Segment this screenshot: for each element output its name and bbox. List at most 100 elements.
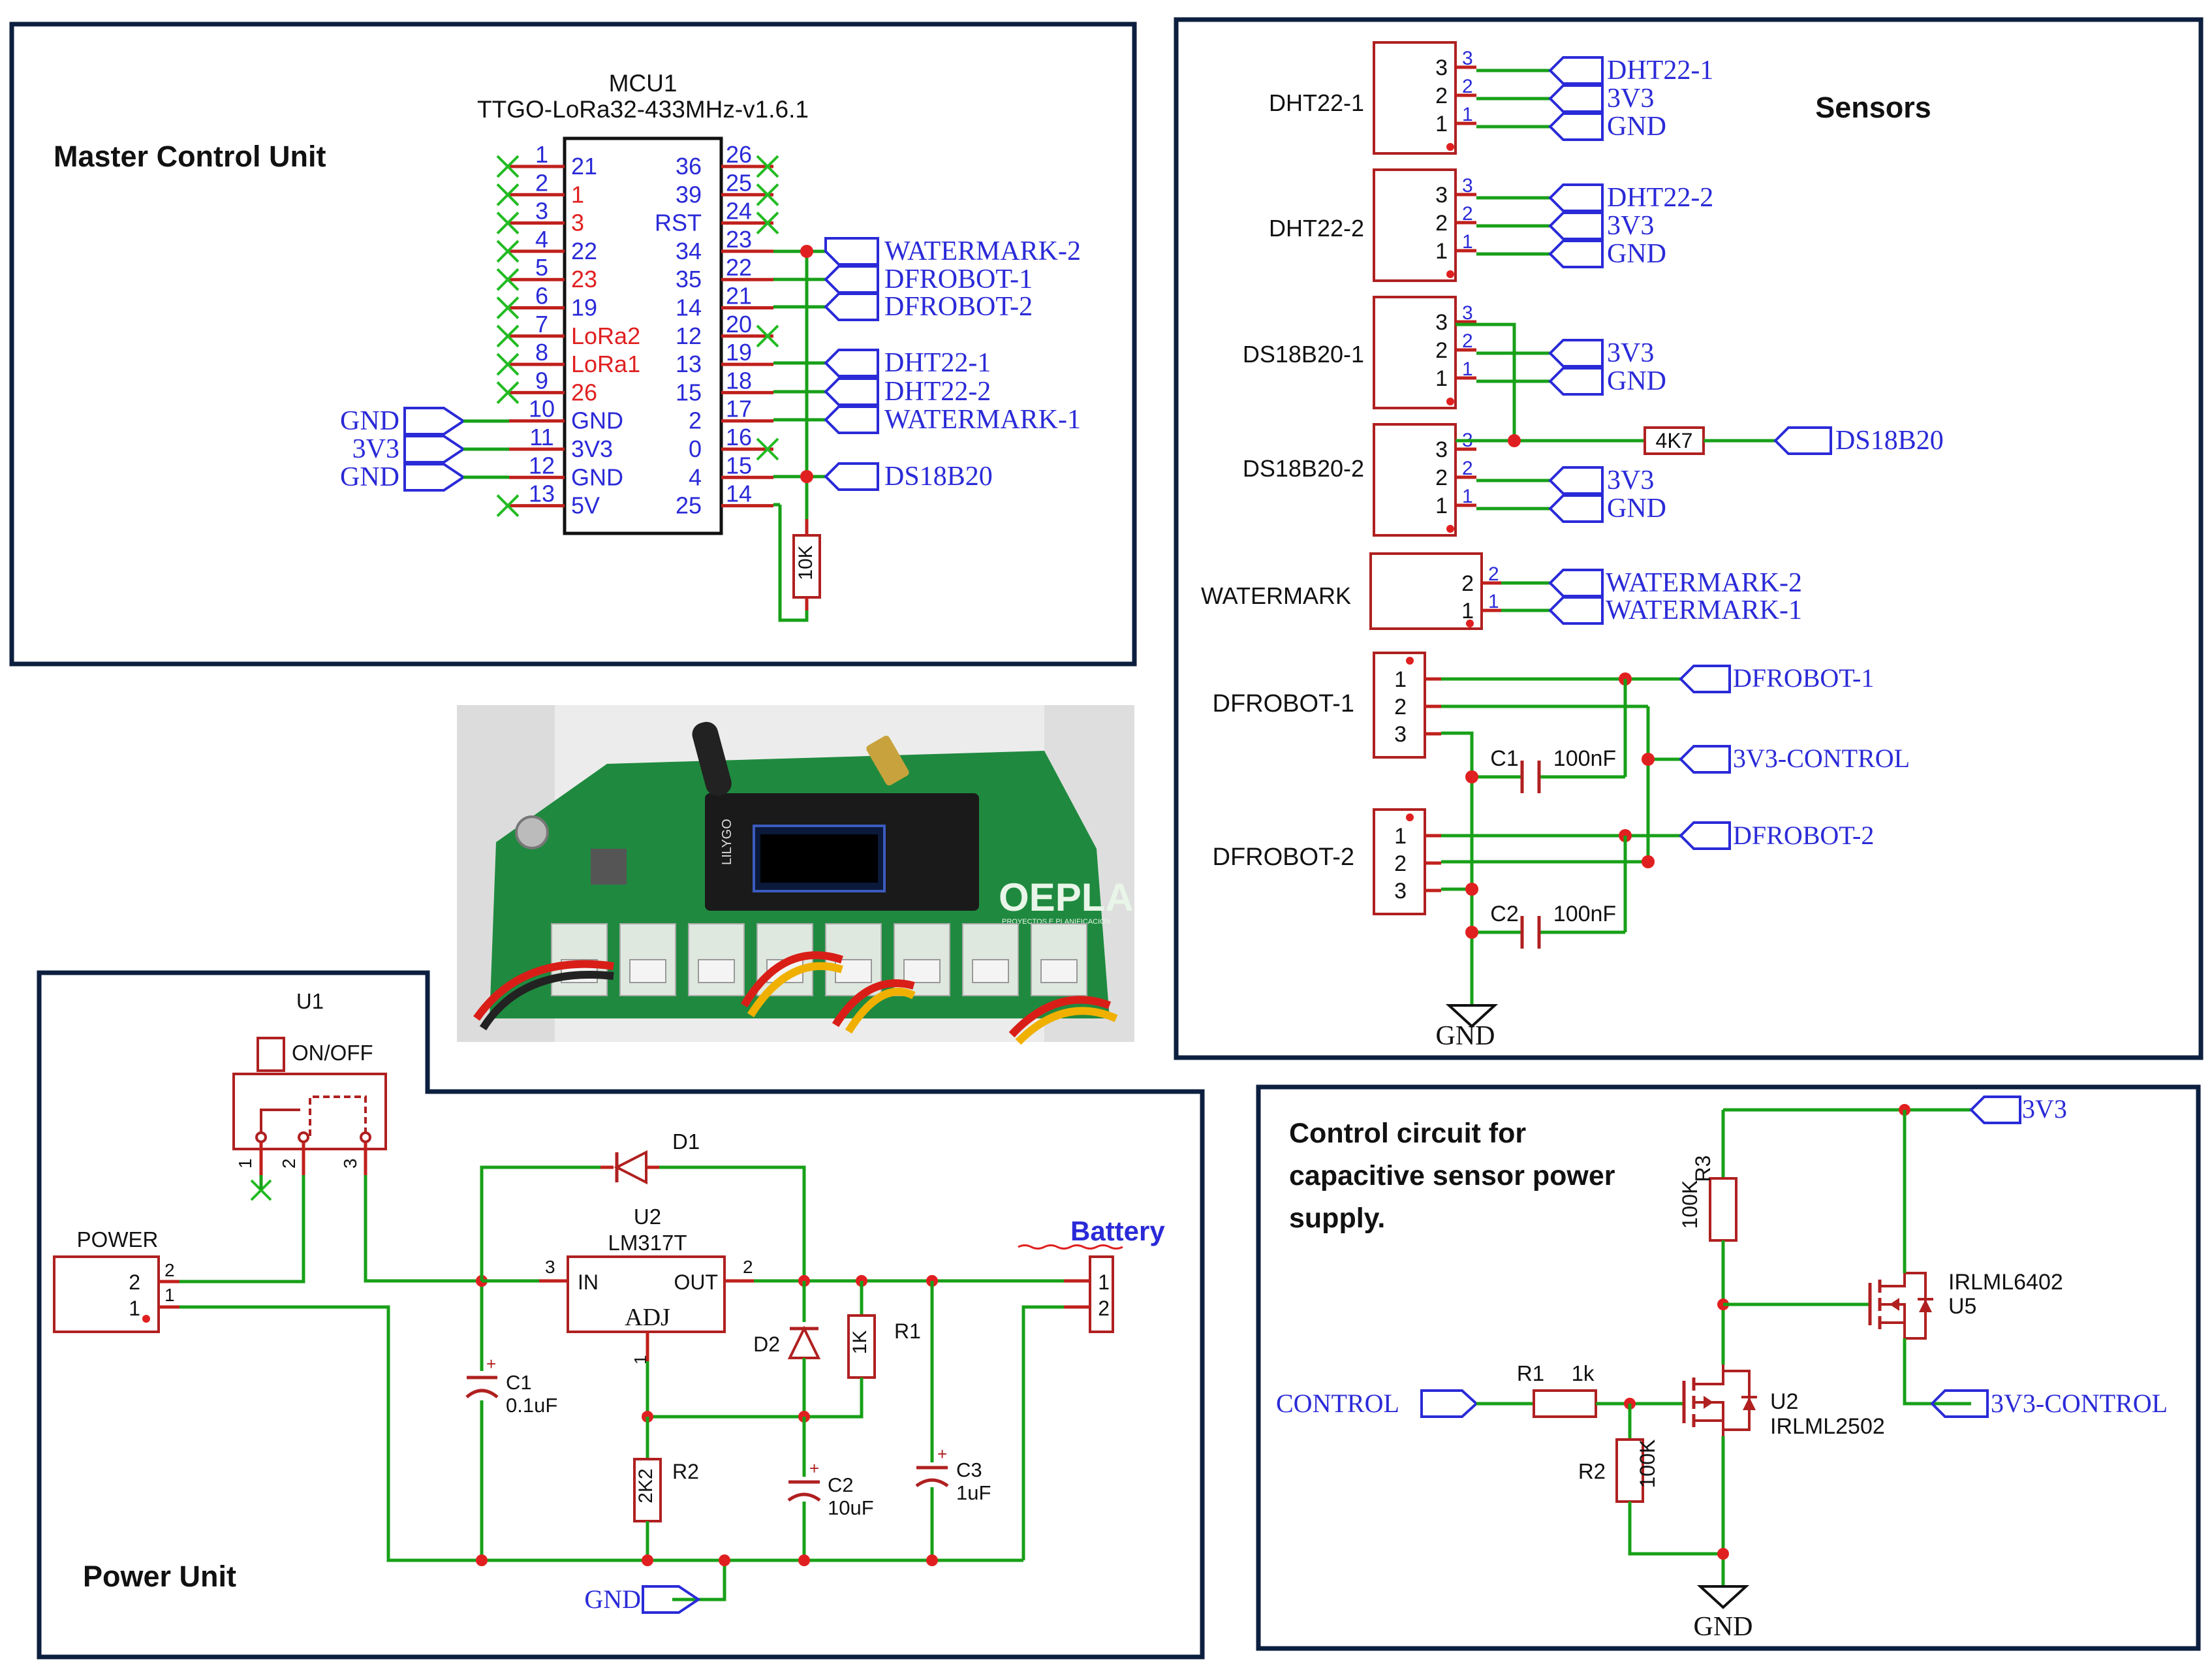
watermark-net-flag — [1548, 596, 1604, 625]
mcu-left-pin-number: 2 — [535, 169, 548, 196]
sensor-c2-value: 100nF — [1553, 902, 1616, 926]
net-flag-ds18b20-sensor — [1773, 426, 1832, 455]
sensor-pin-number-outer: 1 — [1462, 486, 1473, 507]
power-title: Power Unit — [83, 1560, 236, 1593]
sensor-pin-number-outer: 3 — [1462, 48, 1473, 69]
pcb-photo: LILYGO OEPLA PROYECTOS E PLANIFICACIÓN — [457, 705, 1134, 1045]
sensor-pin-number: 1 — [1435, 366, 1448, 391]
sensor-connector-body — [1373, 296, 1457, 409]
net-label-3v3-ctrl: 3V3 — [2022, 1094, 2067, 1124]
net-flag-dfrobot2-sensor — [1679, 821, 1731, 850]
battery-pin2: 2 — [1098, 1297, 1110, 1320]
sensor-net-label: GND — [1607, 239, 1666, 269]
sensor-connector-label: DHT22-2 — [1269, 215, 1364, 242]
sensor-c1-ref: C1 — [1490, 746, 1518, 771]
mcu-right-pin-name: 39 — [676, 181, 702, 208]
mcu-right-pin-number: 21 — [726, 283, 752, 309]
net-label-watermark1: WATERMARK-1 — [884, 405, 1081, 435]
dfrobot-pin-number: 3 — [1394, 879, 1407, 904]
mcu-right-pin-number: 14 — [726, 481, 752, 507]
d2-ref: D2 — [753, 1332, 780, 1356]
sensor-connector-body — [1373, 168, 1457, 282]
mcu-right-pin-name: 4 — [689, 464, 702, 490]
sensor-pin-number: 1 — [1435, 112, 1448, 136]
switch-body — [232, 1073, 387, 1150]
sensor-c1-value: 100nF — [1553, 746, 1616, 771]
sensor-net-label: 3V3 — [1607, 84, 1654, 114]
power-c3-value: 1uF — [956, 1481, 991, 1504]
switch-label: ON/OFF — [292, 1041, 373, 1065]
net-label-dfrobot1-sensor: DFROBOT-1 — [1733, 663, 1874, 693]
c1-polarity: + — [486, 1354, 496, 1374]
control-r3 — [1709, 1177, 1737, 1242]
sensor-connector-label: DS18B20-1 — [1243, 341, 1364, 368]
diode-d1 — [614, 1150, 647, 1185]
mcu-right-pin-number: 20 — [726, 311, 752, 338]
control-r1 — [1533, 1389, 1597, 1418]
mcu-left-pin-number: 3 — [535, 198, 548, 225]
net-flag-dht2 — [824, 377, 879, 406]
mcu-right-pin-number: 17 — [726, 396, 752, 422]
battery-connector — [1089, 1255, 1114, 1333]
mcu-ref: MCU1 — [609, 70, 678, 97]
power-r1-value: 1K — [849, 1331, 871, 1355]
net-label-gnd-1: GND — [340, 406, 399, 436]
sensor-connector-label: DHT22-1 — [1269, 89, 1364, 116]
u1-ref: U1 — [296, 989, 324, 1013]
net-flag-dfrobot1 — [824, 265, 879, 294]
pullup-value: 10K — [795, 545, 817, 580]
mcu-left-pin-name: GND — [571, 407, 623, 434]
power-c3-ref: C3 — [956, 1458, 982, 1481]
control-r2-ref: R2 — [1578, 1459, 1606, 1483]
mcu-right-pin-number: 26 — [726, 141, 752, 168]
right-net-flags: 10K WATERMARK-2 DFROBOT-1 DFROBOT-2 DHT2… — [773, 236, 1081, 622]
sensor-net-flag — [1548, 466, 1604, 495]
mcu-right-pin-number: 24 — [726, 198, 752, 225]
power-c1-value: 0.1uF — [506, 1394, 557, 1417]
mcu-left-pin-name: GND — [571, 464, 623, 490]
mcu-right-pin-number: 18 — [726, 367, 752, 394]
net-label-control: CONTROL — [1276, 1389, 1399, 1418]
sensor-net-flag — [1548, 367, 1604, 396]
sensor-connector-label: DS18B20-2 — [1243, 455, 1364, 482]
watermark-pin-number: 2 — [1461, 571, 1474, 596]
mcu-right-pin-name: 12 — [676, 323, 702, 349]
power-gnd-label: GND — [584, 1584, 641, 1614]
sensor-pin-number: 2 — [1435, 338, 1448, 363]
dfrobot-pin-number: 1 — [1394, 824, 1407, 849]
sensor-pin-number: 3 — [1435, 310, 1448, 335]
mcu-left-pin-name: 1 — [571, 181, 584, 208]
switch-pin-3: 3 — [340, 1158, 360, 1169]
control-title-2: capacitive sensor power — [1289, 1160, 1615, 1191]
switch-actuator — [257, 1037, 285, 1072]
mcu-right-pin-number: 25 — [726, 169, 752, 196]
power-panel-border — [37, 970, 1205, 1660]
mcu-right-pin-number: 19 — [726, 339, 752, 366]
mcu-right-pin-name: 15 — [676, 379, 702, 405]
gnd-symbol-sensors — [1445, 1004, 1499, 1028]
power-r2-ref: R2 — [672, 1460, 699, 1483]
mcu-left-pin-number: 8 — [535, 339, 548, 366]
sensor-c2-ref: C2 — [1490, 902, 1518, 926]
control-title-3: supply. — [1289, 1203, 1385, 1234]
mcu-left-pin-name: 22 — [571, 238, 597, 264]
net-label-dfrobot1: DFROBOT-1 — [884, 264, 1033, 294]
net-flag-dfrobot2 — [824, 292, 879, 321]
power-conn-pinnum1: 1 — [164, 1285, 175, 1305]
switch-pin-2: 2 — [279, 1158, 299, 1169]
dfrobot-connector-label: DFROBOT-2 — [1213, 843, 1354, 871]
sensor-pin-number-outer: 2 — [1462, 203, 1473, 225]
sensor-pin-number-outer: 2 — [1462, 76, 1473, 97]
control-r3-ref: R3 — [1691, 1156, 1715, 1182]
sensor-pin-number-outer: 3 — [1462, 302, 1473, 324]
reg-pin2: 2 — [743, 1257, 753, 1277]
sensors-title: Sensors — [1815, 91, 1931, 124]
diode-d2 — [787, 1325, 821, 1359]
net-flag-dht1 — [824, 349, 879, 377]
dfrobot-pin-number: 1 — [1394, 667, 1407, 692]
watermark-connector-body — [1369, 552, 1483, 630]
power-connector-label: POWER — [77, 1227, 159, 1252]
power-c2-value: 10uF — [828, 1496, 874, 1519]
mcu-right-pin-name: 13 — [676, 351, 702, 377]
mcu-left-pin-number: 6 — [535, 283, 548, 309]
